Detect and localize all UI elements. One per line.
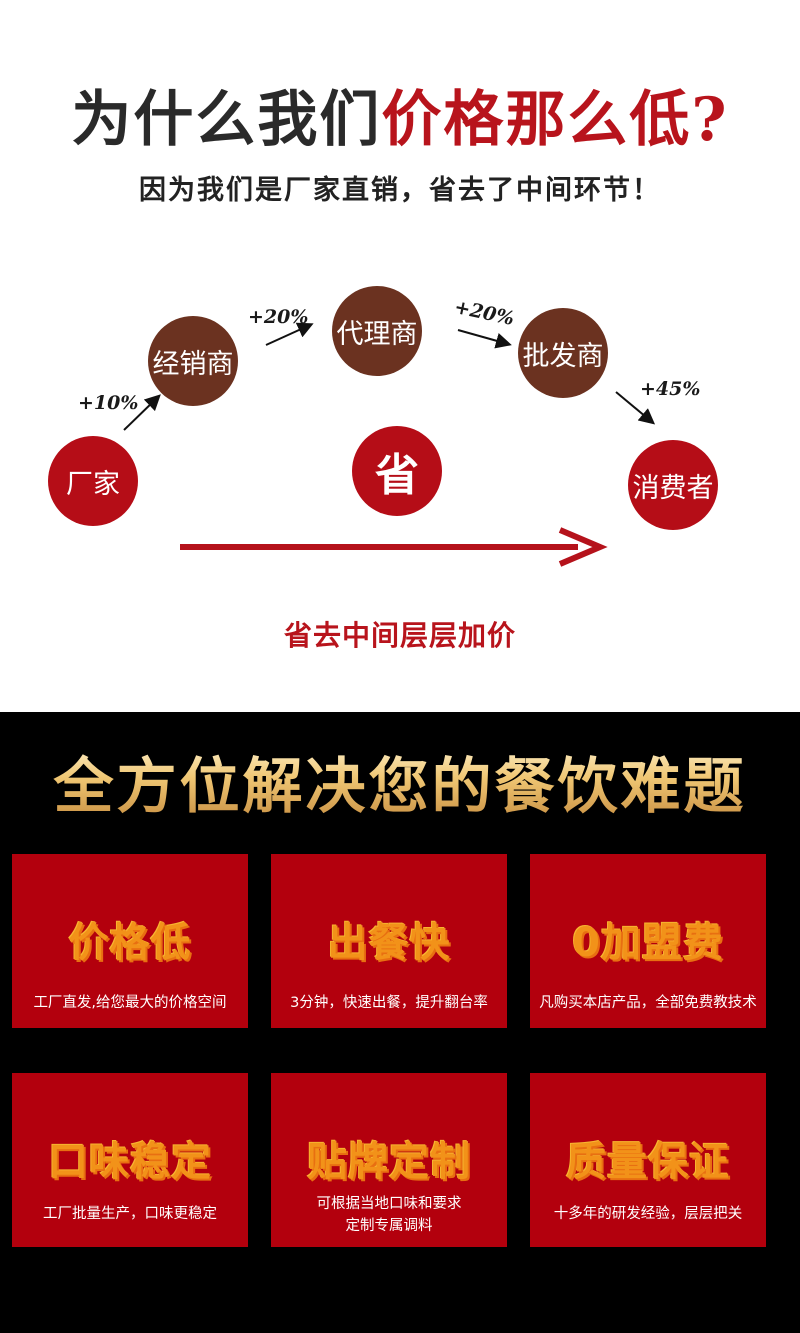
card-title-text: 价格低 <box>68 920 192 966</box>
page-subtitle: 因为我们是厂家直销，省去了中间环节！ <box>139 175 661 206</box>
card-desc: 3分钟，快速出餐，提升翻台率 <box>290 995 488 1011</box>
card-title: 价格低 <box>12 910 248 968</box>
arrow-4 <box>615 391 656 425</box>
card-desc-line-1: 可根据当地口味和要求 <box>316 1196 462 1212</box>
card-title: 贴牌定制 <box>271 1129 507 1187</box>
solutions-section: 全方位解决您的餐饮难题 价格低 工厂直发,给您最大的价格空间 出餐快 3分钟，快… <box>0 712 800 1333</box>
arrow-2 <box>265 322 314 346</box>
node-factory: 厂家 <box>48 436 138 526</box>
node-distributor: 经销商 <box>148 316 238 406</box>
node-agent-label: 代理商 <box>336 318 418 350</box>
card-title-text: 出餐快 <box>327 920 451 966</box>
markup-2: +20% <box>248 306 309 328</box>
node-consumer-label: 消费者 <box>632 472 714 504</box>
card-title: 出餐快 <box>271 910 507 968</box>
card-fast-serving: 出餐快 3分钟，快速出餐，提升翻台率 <box>271 854 507 1028</box>
save-label: 省 <box>375 450 419 501</box>
card-private-label: 贴牌定制 可根据当地口味和要求 定制专属调料 <box>271 1073 507 1247</box>
card-stable-taste: 口味稳定 工厂批量生产，口味更稳定 <box>12 1073 248 1247</box>
savings-arrow-head <box>558 527 608 567</box>
title-part-red: 价格那么低? <box>381 85 729 155</box>
node-consumer: 消费者 <box>628 440 718 530</box>
node-wholesaler: 批发商 <box>518 308 608 398</box>
card-title: 质量保证 <box>530 1129 766 1187</box>
card-title-text: 0加盟费 <box>572 920 724 966</box>
arrow-1 <box>123 394 161 431</box>
node-wholesaler-label: 批发商 <box>522 340 604 372</box>
card-desc: 凡购买本店产品，全部免费教技术 <box>539 995 757 1011</box>
markup-1: +10% <box>78 392 139 414</box>
card-title: 0加盟费 <box>530 910 766 968</box>
card-title-text: 质量保证 <box>566 1139 730 1185</box>
card-desc: 工厂批量生产，口味更稳定 <box>43 1206 217 1222</box>
card-low-price: 价格低 工厂直发,给您最大的价格空间 <box>12 854 248 1028</box>
node-save: 省 <box>352 426 442 516</box>
card-title: 口味稳定 <box>12 1129 248 1187</box>
price-explainer-section: 为什么我们价格那么低? 因为我们是厂家直销，省去了中间环节！ 厂家 经销商 代理… <box>0 80 800 652</box>
card-desc: 工厂直发,给您最大的价格空间 <box>33 995 227 1011</box>
node-factory-label: 厂家 <box>66 468 120 500</box>
markup-4: +45% <box>640 378 701 400</box>
solutions-title: 全方位解决您的餐饮难题 <box>0 738 800 825</box>
node-agent: 代理商 <box>332 286 422 376</box>
card-desc-line-2: 定制专属调料 <box>345 1218 433 1234</box>
arrow-3 <box>457 329 512 349</box>
card-zero-fee: 0加盟费 凡购买本店产品，全部免费教技术 <box>530 854 766 1028</box>
card-title-text: 口味稳定 <box>48 1139 212 1185</box>
card-quality: 质量保证 十多年的研发经验，层层把关 <box>530 1073 766 1247</box>
node-distributor-label: 经销商 <box>152 348 234 380</box>
flow-arrows <box>123 322 656 567</box>
card-title-text: 贴牌定制 <box>307 1139 471 1185</box>
page-title: 为什么我们价格那么低? <box>0 80 800 160</box>
card-desc: 十多年的研发经验，层层把关 <box>553 1206 743 1222</box>
title-part-dark: 为什么我们 <box>71 85 382 155</box>
savings-caption: 省去中间层层加价 <box>283 619 516 652</box>
